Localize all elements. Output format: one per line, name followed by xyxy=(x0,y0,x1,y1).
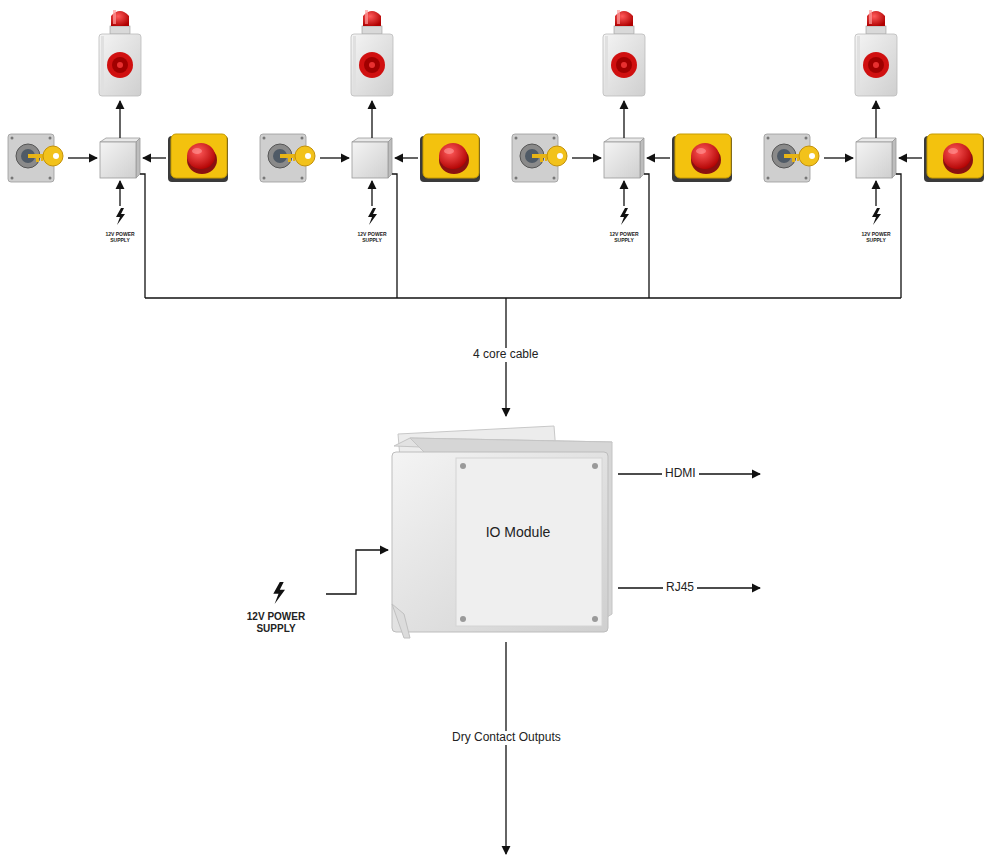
bus-cable xyxy=(145,297,901,298)
power-label: 12V POWER SUPPLY xyxy=(99,232,141,244)
power-label: 12V POWER SUPPLY xyxy=(351,232,393,244)
alarm-station xyxy=(512,10,732,298)
power-wire xyxy=(326,550,388,594)
alarm-station xyxy=(260,10,480,298)
power-label: 12V POWER SUPPLY xyxy=(603,232,645,244)
alarm-station xyxy=(764,10,984,298)
signal-label: 4 core cable xyxy=(470,348,541,362)
signal-label: HDMI xyxy=(662,467,699,481)
power-label: 12V POWER SUPPLY xyxy=(855,232,897,244)
signal-label: Dry Contact Outputs xyxy=(449,731,564,745)
module-label: IO Module xyxy=(486,524,551,540)
alarm-station xyxy=(8,10,228,298)
output-wire xyxy=(505,642,506,854)
power-icon xyxy=(273,582,285,604)
signal-label: RJ45 xyxy=(663,581,697,595)
power-label: 12V POWER SUPPLY xyxy=(228,611,324,634)
io-module-box: IO Module xyxy=(386,424,618,640)
